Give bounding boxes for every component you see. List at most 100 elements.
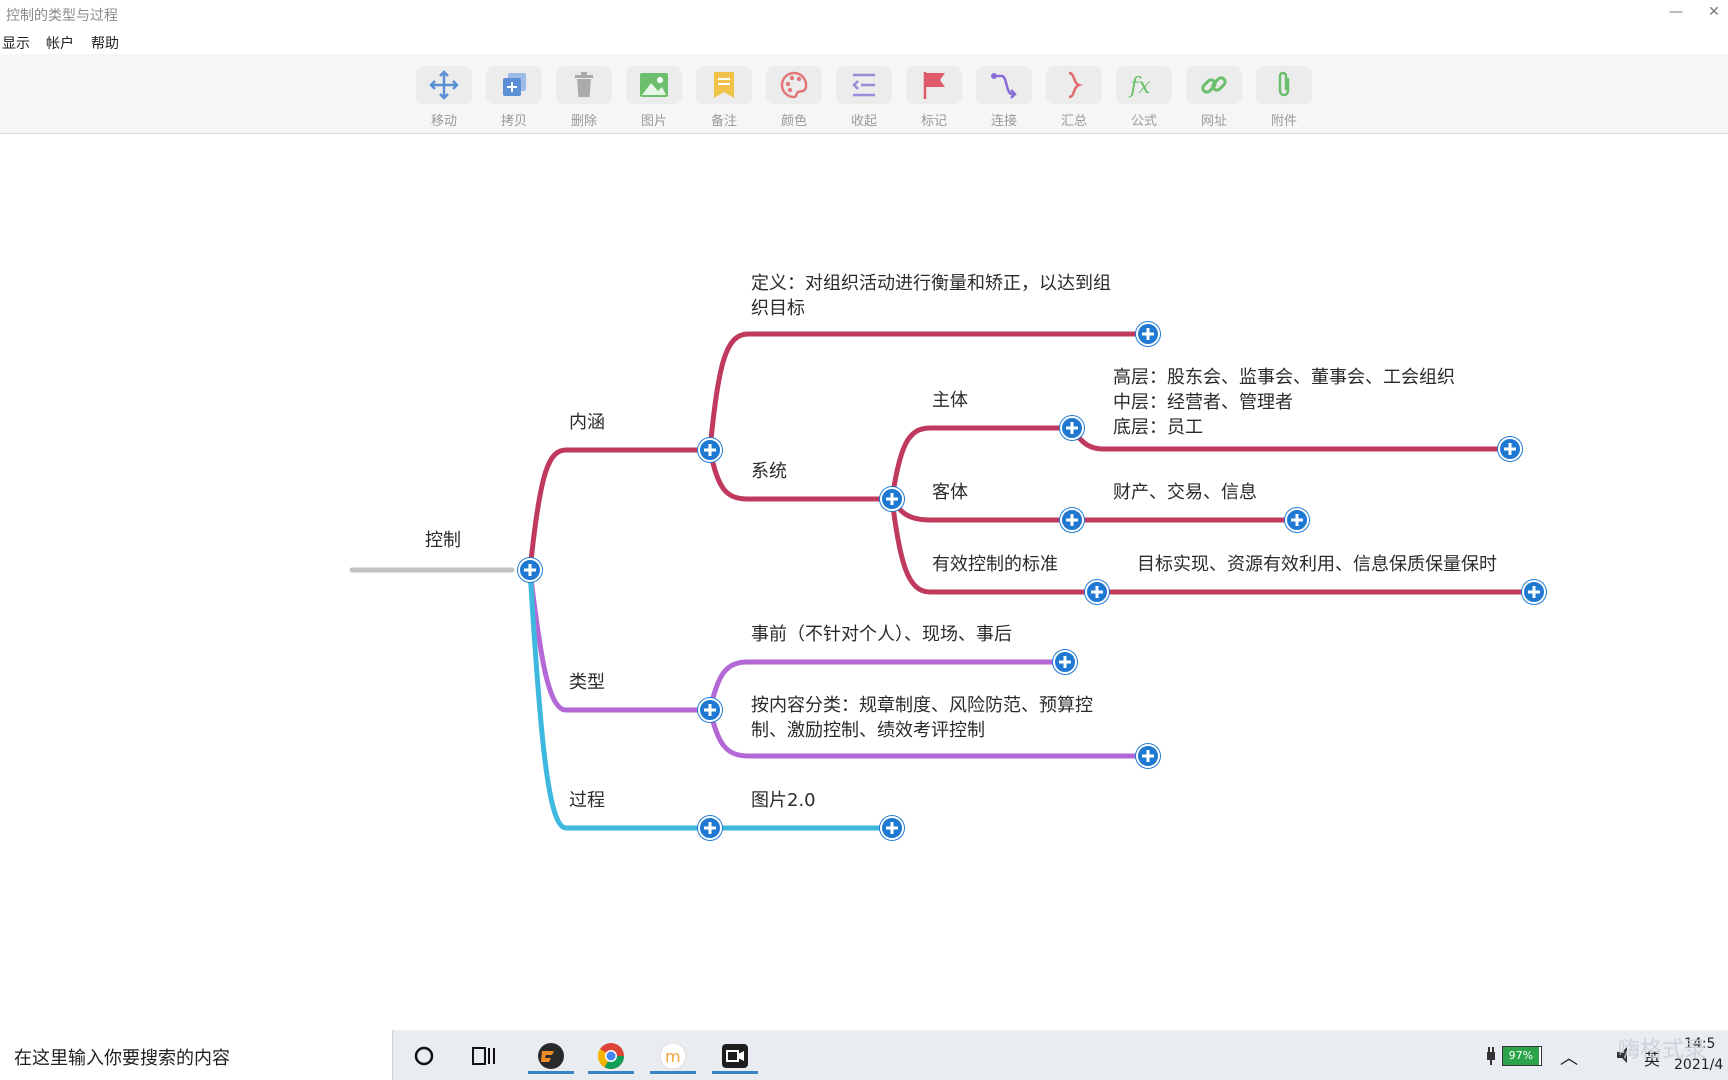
node-standard[interactable]: 有效控制的标准 — [932, 554, 1058, 575]
copy-label: 拷贝 — [500, 114, 527, 129]
expand-object-button[interactable] — [1060, 508, 1084, 532]
task-view-icon[interactable] — [464, 1038, 504, 1074]
node-type-2-line1[interactable]: 按内容分类：规章制度、风险防范、预算控 — [751, 695, 1093, 716]
node-type-2-line2[interactable]: 制、激励控制、绩效考评控制 — [751, 720, 985, 741]
node-standard-detail[interactable]: 目标实现、资源有效利用、信息保质保量保时 — [1137, 554, 1497, 575]
ime-indicator[interactable]: 英 — [1644, 1050, 1661, 1069]
palette-icon — [766, 66, 822, 104]
game-app-icon[interactable] — [528, 1038, 574, 1074]
plus-icon — [886, 822, 898, 834]
image-label: 图片 — [640, 114, 667, 129]
expand-neihan-button[interactable] — [698, 438, 722, 462]
move-label: 移动 — [430, 114, 457, 129]
branch-leixing[interactable]: 类型 — [569, 672, 605, 693]
expand-process-1-button[interactable] — [880, 816, 904, 840]
summary-button[interactable]: 汇总 — [1044, 66, 1104, 129]
title-bar: 控制的类型与过程 — ✕ — [0, 0, 1728, 28]
battery-level: 97% — [1503, 1047, 1539, 1065]
plus-icon — [1504, 443, 1516, 455]
connect-label: 连接 — [990, 114, 1017, 129]
note-icon — [696, 66, 752, 104]
node-system[interactable]: 系统 — [751, 461, 787, 482]
expand-standard-button[interactable] — [1085, 580, 1109, 604]
node-process-1[interactable]: 图片2.0 — [751, 790, 816, 811]
move-icon — [416, 66, 472, 104]
menu-account[interactable]: 帐户 — [46, 36, 74, 52]
guocheng-branch-lines — [527, 567, 895, 831]
plus-icon — [524, 564, 536, 576]
cortana-icon[interactable] — [404, 1038, 444, 1074]
speaker-icon[interactable] — [1614, 1044, 1636, 1066]
link-button[interactable]: 网址 — [1184, 66, 1244, 129]
expand-type-2-button[interactable] — [1136, 744, 1160, 768]
taskbar: 在这里输入你要搜索的内容 m 97% ︿ 英 14:5 2021/4 嗨格式录 — [0, 1030, 1728, 1080]
color-button[interactable]: 颜色 — [764, 66, 824, 129]
connect-icon — [976, 66, 1032, 104]
delete-button[interactable]: 删除 — [554, 66, 614, 129]
formula-label: 公式 — [1130, 114, 1157, 129]
note-label: 备注 — [710, 114, 737, 129]
plus-icon — [1142, 328, 1154, 340]
menu-display[interactable]: 显示 — [2, 36, 30, 52]
mindmap-canvas[interactable]: 控制 内涵 类型 过程 定义：对组织活动进行衡量和矫正，以达到组 织目标 系统 … — [0, 134, 1728, 1030]
image-button[interactable]: 图片 — [624, 66, 684, 129]
flag-label: 标记 — [920, 114, 947, 129]
node-definition-line1[interactable]: 定义：对组织活动进行衡量和矫正，以达到组 — [751, 273, 1111, 294]
trash-icon — [556, 66, 612, 104]
move-button[interactable]: 移动 — [414, 66, 474, 129]
formula-icon: fx — [1116, 66, 1172, 104]
close-button[interactable]: ✕ — [1708, 4, 1720, 20]
menu-help[interactable]: 帮助 — [91, 36, 119, 52]
minimize-button[interactable]: — — [1669, 4, 1683, 20]
expand-guocheng-button[interactable] — [698, 816, 722, 840]
expand-type-1-button[interactable] — [1053, 650, 1077, 674]
root-node[interactable]: 控制 — [425, 530, 461, 551]
node-object[interactable]: 客体 — [932, 482, 968, 503]
node-subject-detail-3[interactable]: 底层：员工 — [1113, 417, 1203, 438]
battery-icon[interactable]: 97% — [1502, 1046, 1542, 1066]
expand-root-button[interactable] — [518, 558, 542, 582]
flag-button[interactable]: 标记 — [904, 66, 964, 129]
collapse-button[interactable]: 收起 — [834, 66, 894, 129]
expand-leixing-button[interactable] — [698, 698, 722, 722]
copy-button[interactable]: 拷贝 — [484, 66, 544, 129]
summary-label: 汇总 — [1060, 114, 1087, 129]
recorder-watermark: 嗨格式录 — [1618, 1038, 1707, 1063]
plus-icon — [1066, 514, 1078, 526]
connect-button[interactable]: 连接 — [974, 66, 1034, 129]
mindmap-app-icon[interactable]: m — [650, 1038, 696, 1074]
node-subject-detail-1[interactable]: 高层：股东会、监事会、董事会、工会组织 — [1113, 367, 1455, 388]
copy-icon — [486, 66, 542, 104]
chevron-up-icon[interactable]: ︿ — [1560, 1048, 1578, 1069]
branch-guocheng[interactable]: 过程 — [569, 790, 605, 811]
expand-standard-detail-button[interactable] — [1522, 580, 1546, 604]
plus-icon — [704, 444, 716, 456]
attachment-button[interactable]: 附件 — [1254, 66, 1314, 129]
chrome-icon[interactable] — [588, 1038, 634, 1074]
taskbar-search-box[interactable]: 在这里输入你要搜索的内容 — [0, 1030, 393, 1080]
color-label: 颜色 — [780, 114, 807, 129]
node-subject-detail-2[interactable]: 中层：经营者、管理者 — [1113, 392, 1293, 413]
formula-button[interactable]: fx 公式 — [1114, 66, 1174, 129]
expand-subject-button[interactable] — [1060, 416, 1084, 440]
collapse-label: 收起 — [850, 114, 877, 129]
note-button[interactable]: 备注 — [694, 66, 754, 129]
expand-system-button[interactable] — [880, 487, 904, 511]
plus-icon — [1059, 656, 1071, 668]
node-type-1[interactable]: 事前（不针对个人）、现场、事后 — [751, 624, 1012, 645]
taskbar-search-placeholder: 在这里输入你要搜索的内容 — [14, 1048, 230, 1069]
mindmap-connectors — [349, 331, 1537, 831]
expand-definition-button[interactable] — [1136, 322, 1160, 346]
plus-icon — [704, 704, 716, 716]
node-object-detail[interactable]: 财产、交易、信息 — [1113, 482, 1257, 503]
expand-subject-detail-button[interactable] — [1498, 437, 1522, 461]
recorder-app-icon[interactable] — [712, 1038, 758, 1074]
node-subject[interactable]: 主体 — [932, 390, 968, 411]
clock-time[interactable]: 14:5 — [1684, 1036, 1716, 1052]
plus-icon — [1066, 422, 1078, 434]
plus-icon — [1528, 586, 1540, 598]
branch-neihan[interactable]: 内涵 — [569, 412, 605, 433]
clock-date[interactable]: 2021/4 — [1674, 1057, 1724, 1073]
expand-object-detail-button[interactable] — [1285, 508, 1309, 532]
node-definition-line2[interactable]: 织目标 — [751, 298, 805, 319]
